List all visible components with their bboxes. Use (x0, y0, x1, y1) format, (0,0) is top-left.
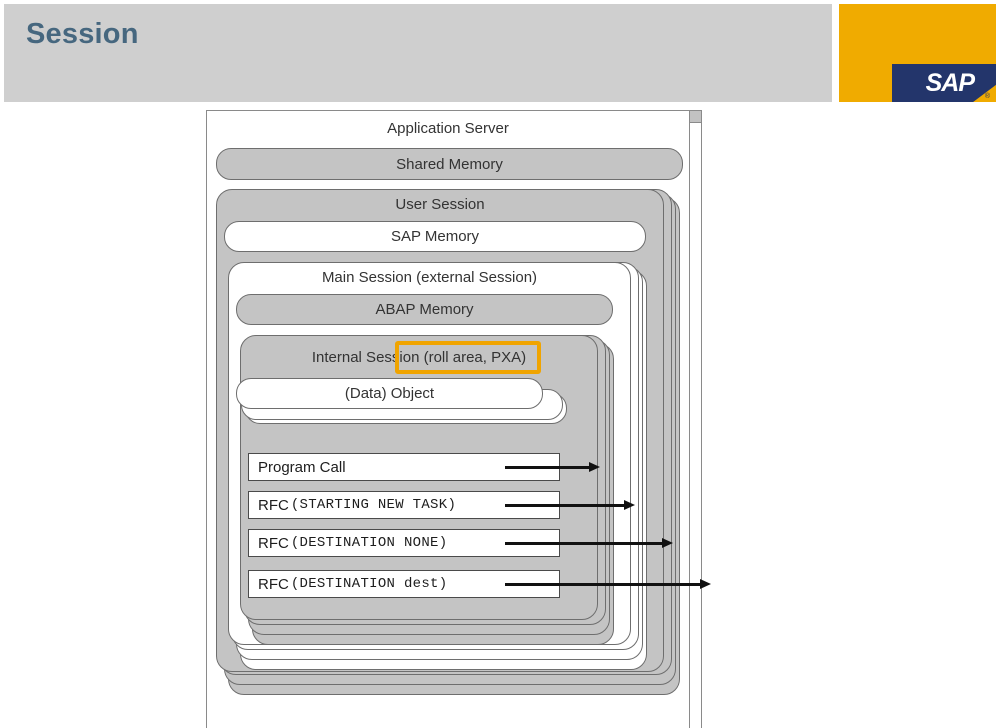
sap-logo: SAP ® (839, 4, 996, 102)
scrollbar-thumb[interactable] (690, 111, 701, 123)
registered-trademark-icon: ® (984, 93, 990, 100)
rfc-destination-dest-box: RFC (DESTINATION dest) (248, 570, 560, 598)
rfc-destination-dest-argument: (DESTINATION dest) (290, 576, 448, 592)
rfc-new-task-argument: (STARTING NEW TASK) (290, 497, 457, 513)
shared-memory-box: Shared Memory (216, 148, 683, 180)
rfc-destination-dest-prefix: RFC (258, 575, 289, 593)
main-session-label: Main Session (external Session) (321, 269, 538, 286)
rfc-destination-dest-arrow-line (505, 583, 701, 586)
program-call-arrow-line (505, 466, 590, 469)
user-session-label: User Session (395, 196, 485, 213)
program-call-label: Program Call (258, 458, 346, 476)
rfc-destination-none-arrow-line (505, 542, 663, 545)
title-band: Session (4, 4, 832, 102)
internal-session-label: Internal Session (roll area, PXA) (311, 349, 527, 366)
rfc-new-task-prefix: RFC (258, 496, 289, 514)
data-object-label: (Data) Object (344, 385, 435, 402)
sap-logo-text: SAP (925, 69, 975, 97)
rfc-destination-none-arrow-head (662, 538, 673, 548)
sap-logo-shape (892, 64, 996, 102)
rfc-new-task-arrow-head (624, 500, 635, 510)
abap-memory-box: ABAP Memory (236, 294, 613, 325)
program-call-arrow-head (589, 462, 600, 472)
sap-memory-label: SAP Memory (390, 228, 480, 245)
shared-memory-label: Shared Memory (396, 155, 503, 173)
application-server-scrollbar[interactable] (689, 110, 702, 728)
rfc-destination-none-prefix: RFC (258, 534, 289, 552)
page-title: Session (26, 18, 139, 50)
rfc-new-task-arrow-line (505, 504, 625, 507)
sap-memory-box: SAP Memory (224, 221, 646, 252)
abap-memory-label: ABAP Memory (375, 301, 474, 318)
rfc-destination-none-argument: (DESTINATION NONE) (290, 535, 448, 551)
application-server-label: Application Server (387, 120, 509, 137)
data-object-box: (Data) Object (236, 378, 543, 409)
rfc-destination-dest-arrow-head (700, 579, 711, 589)
